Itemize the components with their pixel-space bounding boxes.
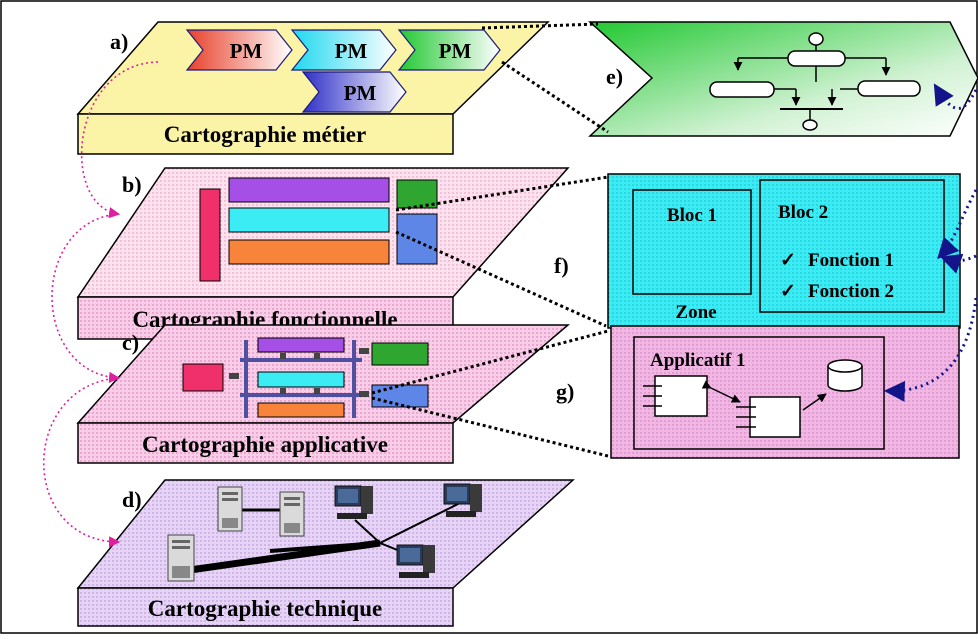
pm-shape-cyan: PM (290, 29, 397, 71)
server-icon (217, 486, 243, 532)
app-block-cyan (257, 371, 345, 388)
pm-label: PM (439, 39, 472, 63)
process-nodes (709, 32, 921, 131)
label-g: g) (556, 379, 574, 404)
app-block-red (182, 363, 224, 392)
detail-application: Applicatif 1 (610, 325, 960, 459)
component-link (701, 380, 741, 403)
technique-plane (76, 479, 575, 589)
pm-shape-blue: PM (301, 71, 407, 113)
metier-title: Cartographie métier (164, 122, 366, 147)
label-e: e) (606, 64, 623, 89)
app-block-green (371, 342, 429, 366)
pm-label: PM (230, 39, 263, 63)
bloc1-box (632, 189, 752, 295)
applicative-title: Cartographie applicative (142, 432, 388, 457)
component-icon (736, 396, 801, 438)
process-flow (733, 45, 891, 120)
app-connectors (229, 348, 369, 397)
pm-label: PM (344, 81, 377, 105)
detail-process (588, 21, 978, 137)
label-d: d) (122, 487, 142, 512)
app-block-purple (257, 337, 345, 353)
applicatif-label: Applicatif 1 (650, 350, 746, 371)
bloc2-box (759, 179, 945, 313)
check-icon: ✓ (780, 250, 796, 271)
label-a: a) (110, 29, 128, 54)
database-link (802, 393, 827, 411)
zoom-connectors (371, 22, 609, 458)
app-block-orange (257, 402, 345, 418)
technique-band (77, 587, 454, 627)
pm-shape-red: PM (185, 29, 293, 71)
network-links (189, 502, 461, 574)
bloc1-label: Bloc 1 (667, 205, 717, 226)
func-block-orange (228, 239, 390, 265)
layer-metier: Cartographie métier PM PM PM PM (76, 21, 550, 155)
label-f: f) (554, 253, 569, 278)
func-block-blue (396, 213, 438, 265)
applicative-band (77, 422, 454, 464)
workstation-icon (334, 485, 373, 519)
layer-technique: Cartographie technique (76, 479, 575, 627)
layer-fonctionnelle: Cartographie fonctionnelle (76, 167, 570, 340)
pm-label: PM (335, 39, 368, 63)
fonction2-label: Fonction 2 (808, 281, 894, 302)
func-block-green (396, 179, 438, 209)
process-chevron (588, 21, 978, 137)
workstation-icon (396, 544, 435, 578)
layer-arcs (43, 61, 159, 548)
server-icon (279, 491, 305, 537)
app-block-blue (371, 384, 429, 408)
func-block-red (199, 188, 221, 282)
fonction1-label: Fonction 1 (808, 250, 894, 271)
layer-applicative: Cartographie applicative (76, 324, 571, 464)
workstation-icon (443, 483, 482, 517)
func-block-purple (228, 177, 390, 203)
technique-title: Cartographie technique (148, 596, 382, 621)
detail-arcs (883, 83, 978, 402)
label-b: b) (122, 172, 142, 197)
bloc2-label: Bloc 2 (778, 202, 828, 223)
func-block-cyan (228, 207, 390, 233)
label-c: c) (122, 330, 139, 355)
check-icon: ✓ (780, 281, 796, 302)
server-icon (167, 534, 195, 582)
database-icon (827, 359, 863, 392)
zone-label: Zone (675, 302, 716, 323)
metier-band (77, 113, 454, 155)
pm-shape-green: PM (397, 29, 501, 71)
detail-functional: Bloc 1 Bloc 2 ✓ Fonction 1 ✓ Fonction 2 … (607, 173, 961, 329)
